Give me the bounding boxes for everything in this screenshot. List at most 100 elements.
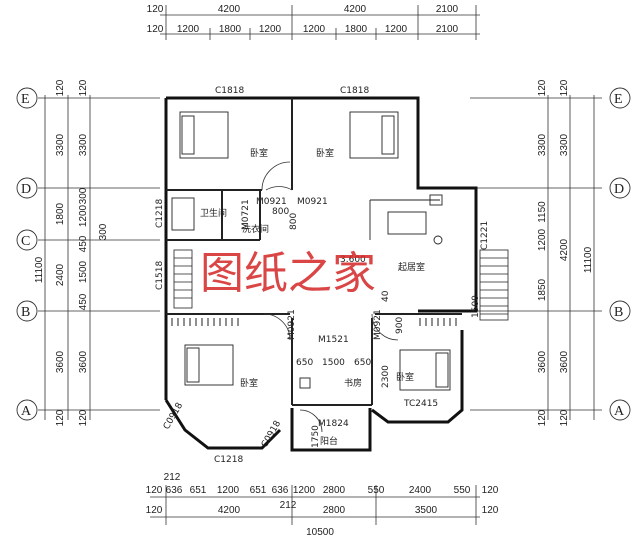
room-bedroom-3: 卧室 xyxy=(240,377,258,389)
dim-right-inner-4: 1850 xyxy=(537,278,548,301)
room-bedroom-2: 卧室 xyxy=(316,147,334,159)
dim-top2-2: 1800 xyxy=(219,24,242,35)
dim-bot1-7: 2800 xyxy=(323,485,346,496)
window-label-c1218-bot: C1218 xyxy=(214,455,243,465)
right-dimension-lines xyxy=(470,95,602,420)
top-dimension-lines xyxy=(160,5,480,40)
dim-bot1-6: 1200 xyxy=(293,485,316,496)
door-swings xyxy=(261,161,399,433)
grid-label-right-a: A xyxy=(614,404,625,419)
dim-top2-5: 1800 xyxy=(345,24,368,35)
dim-right-inner-3: 1200 xyxy=(537,228,548,251)
dim-bot1-4: 651 xyxy=(250,485,267,496)
dim-bot-small: 212 xyxy=(164,472,181,483)
furniture xyxy=(171,111,451,391)
dim-right-inner-1: 3300 xyxy=(537,133,548,156)
left-dimension-lines xyxy=(38,95,160,420)
dim-bot1-8: 550 xyxy=(368,485,385,496)
window-label-tc2415: TC2415 xyxy=(403,399,438,409)
dim-left-total: 11100 xyxy=(34,256,45,283)
room-laundry: 洗衣间 xyxy=(242,223,269,235)
dim-1750: 1750 xyxy=(311,425,321,448)
dim-right-outer-0: 120 xyxy=(559,79,570,96)
grid-label-right-e: E xyxy=(614,92,623,107)
bottom-dimension-lines xyxy=(150,485,480,525)
room-study: 书房 xyxy=(344,377,362,389)
dim-top2-3: 1200 xyxy=(259,24,282,35)
door-label-m1521: M1521 xyxy=(318,335,349,345)
window-hatching xyxy=(171,318,457,326)
dim-bot1-1: 636 xyxy=(166,485,183,496)
dim-bot2-1: 4200 xyxy=(218,505,241,516)
dim-top1-2: 4200 xyxy=(344,4,367,15)
window-label-c1221: C1221 xyxy=(480,221,490,250)
exterior-walls xyxy=(164,96,478,452)
dim-bot2-3: 3500 xyxy=(415,505,438,516)
window-label-c1818-b: C1818 xyxy=(340,86,369,96)
interior-walls xyxy=(166,98,462,406)
dim-bot1-9: 2400 xyxy=(409,485,432,496)
dim-bot1-2: 651 xyxy=(190,485,207,496)
dim-2300: 2300 xyxy=(381,365,391,388)
dim-bot1-3: 1200 xyxy=(217,485,240,496)
dim-bot2-2: 2800 xyxy=(323,505,346,516)
room-family: 起居室 xyxy=(398,261,425,273)
window-label-c1818-a: C1818 xyxy=(215,86,244,96)
dim-left-outer-4: 3600 xyxy=(55,350,66,373)
dim-left-outer-1: 3300 xyxy=(55,133,66,156)
door-label-m0921-b: M0921 xyxy=(297,197,328,207)
room-balcony: 阳台 xyxy=(320,435,338,447)
dim-bot1-5: 636 xyxy=(272,485,289,496)
dim-left-inner-4: 450 xyxy=(78,235,89,252)
dim-650b: 650 xyxy=(354,358,371,368)
room-bedroom-4: 卧室 xyxy=(396,371,414,383)
dim-left-outer-2: 1800 xyxy=(55,202,66,225)
dim-right-outer-4: 120 xyxy=(559,409,570,426)
dim-right-inner-0: 120 xyxy=(537,79,548,96)
grid-label-right-b: B xyxy=(614,305,623,320)
grid-label-right-d: D xyxy=(614,182,624,197)
dim-left-inner-6: 1500 xyxy=(78,260,89,283)
dim-left-outer-3: 2400 xyxy=(55,263,66,286)
dim-left-inner-0: 120 xyxy=(78,79,89,96)
dim-right-outer-3: 3600 xyxy=(559,350,570,373)
dim-top2-4: 1200 xyxy=(303,24,326,35)
dim-40: 40 xyxy=(381,290,391,302)
dim-left-outer-0: 120 xyxy=(55,79,66,96)
dim-650: 650 xyxy=(296,358,313,368)
dim-right-inner-6: 120 xyxy=(537,409,548,426)
dim-left-inner-7: 450 xyxy=(78,293,89,310)
dim-bot1-0: 120 xyxy=(146,485,163,496)
door-label-m0921-c: M0921 xyxy=(287,309,297,340)
dim-left-outer-5: 120 xyxy=(55,409,66,426)
dim-top2-1: 1200 xyxy=(177,24,200,35)
grid-label-left-d: D xyxy=(21,182,31,197)
dim-top2-6: 1200 xyxy=(385,24,408,35)
dim-left-inner-8: 3600 xyxy=(78,350,89,373)
dim-top1-1: 4200 xyxy=(218,4,241,15)
dim-right-inner-2: 1150 xyxy=(537,201,548,223)
dim-1500b: 1500 xyxy=(471,295,481,318)
dim-top1-3: 2100 xyxy=(436,4,459,15)
grid-label-left-c: C xyxy=(21,234,30,249)
grid-label-left-e: E xyxy=(21,92,30,107)
stairs xyxy=(173,249,509,321)
dim-bot2-0: 120 xyxy=(146,505,163,516)
dim-right-inner-5: 3600 xyxy=(537,350,548,373)
grid-label-left-a: A xyxy=(21,404,32,419)
dim-left-inner-9: 120 xyxy=(78,409,89,426)
elevation-label: 3.600 xyxy=(340,255,366,265)
dimension-texts: 120 4200 4200 2100 120 1200 1800 1200 1200 1800 12… xyxy=(34,4,594,538)
dim-bot1-10: 550 xyxy=(454,485,471,496)
door-label-m0721: M0721 xyxy=(241,199,251,230)
dim-800b: 800 xyxy=(289,213,299,230)
dim-bot-small2: 212 xyxy=(280,500,297,511)
watermark: 图纸之家 xyxy=(200,248,376,299)
dim-left-inner-3: 1200 xyxy=(78,204,89,227)
room-labels: C1818 C1818 卧室 卧室 卧室 卧室 书房 卫生间 洗衣间 起居室 阳… xyxy=(155,86,490,465)
dim-bot2-4: 120 xyxy=(482,505,499,516)
dim-bot-total: 10500 xyxy=(306,527,334,538)
dim-top2-0: 120 xyxy=(147,24,164,35)
window-label-c0918-b: C0918 xyxy=(260,419,283,450)
